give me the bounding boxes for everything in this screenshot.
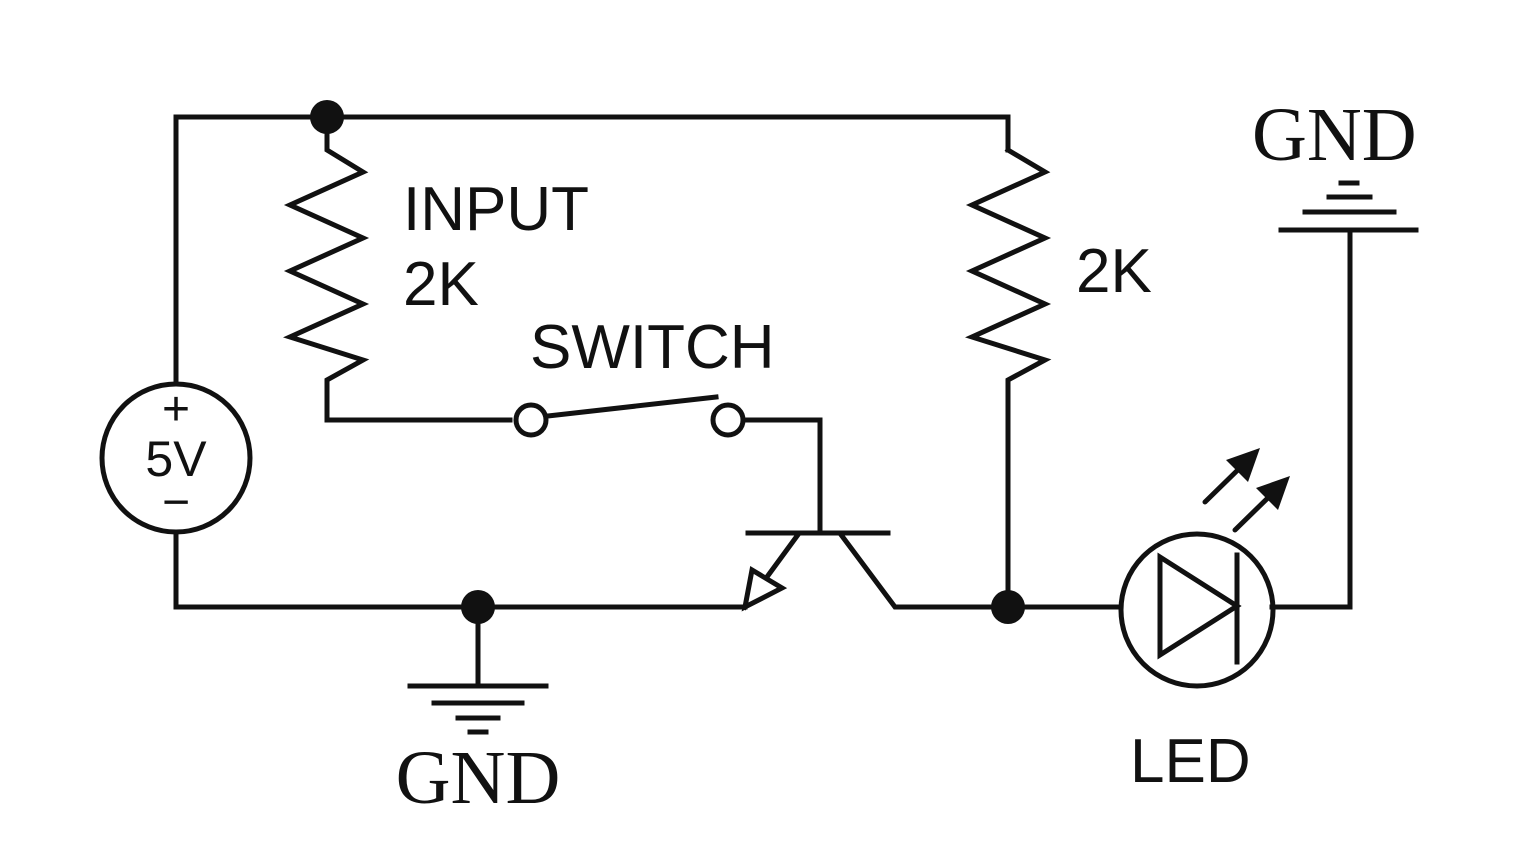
collector-resistor-value-label: 2K xyxy=(1076,237,1152,306)
transistor xyxy=(741,530,1011,612)
switch-label: SWITCH xyxy=(530,313,775,382)
input-resistor-name-label: INPUT xyxy=(403,175,589,244)
switch xyxy=(513,394,823,536)
source-plus-sign: + xyxy=(162,383,190,436)
input-resistor-value-label: 2K xyxy=(403,250,479,319)
collector-resistor xyxy=(965,146,1052,610)
bottom-rail-wire xyxy=(173,529,748,610)
voltage-source xyxy=(99,381,253,535)
gnd-top-right-label: GND xyxy=(1252,93,1417,177)
source-minus-sign: − xyxy=(162,476,190,529)
top-rail-wire xyxy=(173,114,1011,153)
led-label: LED xyxy=(1130,727,1251,796)
led xyxy=(1118,448,1290,689)
source-voltage-label: 5V xyxy=(145,431,207,487)
input-resistor xyxy=(283,114,513,423)
ground-symbol-right xyxy=(1278,180,1419,233)
ground-symbol-bottom xyxy=(407,604,549,735)
gnd-bottom-label: GND xyxy=(396,736,561,820)
led-output-wire xyxy=(1269,229,1353,610)
